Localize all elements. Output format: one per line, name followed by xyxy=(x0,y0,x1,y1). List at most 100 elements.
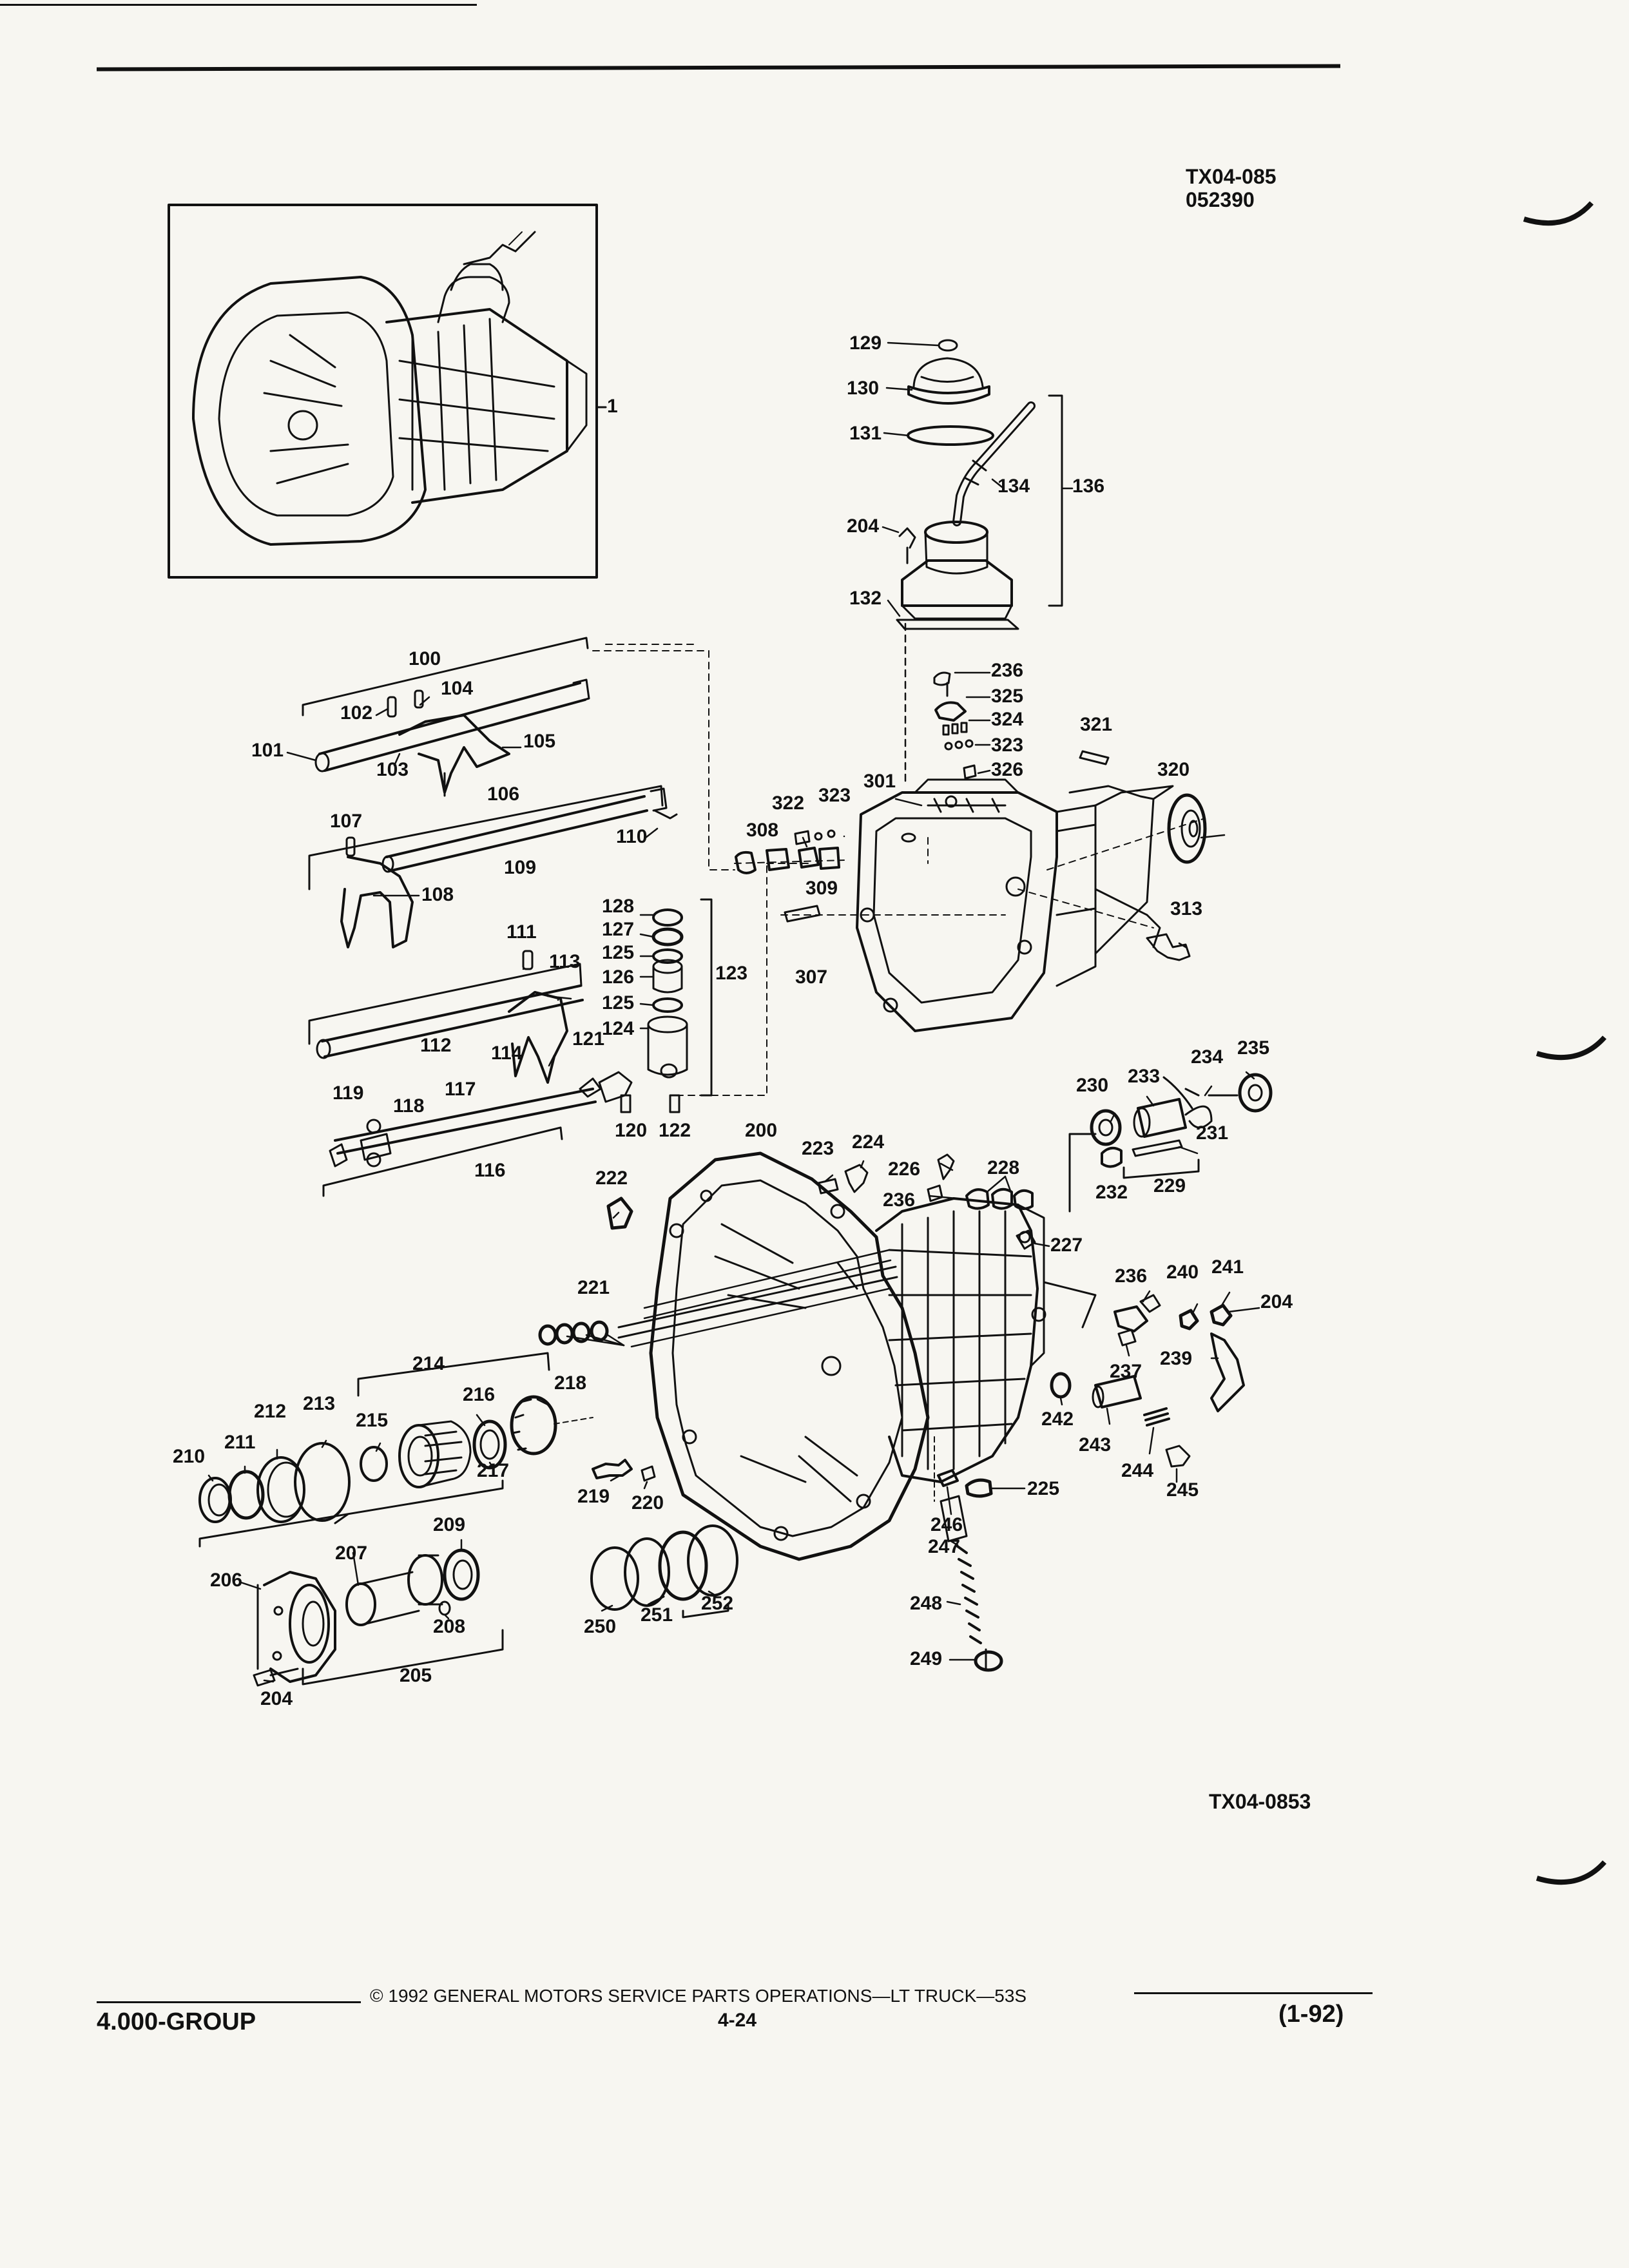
callout-235: 235 xyxy=(1237,1037,1270,1059)
callout-230: 230 xyxy=(1076,1075,1109,1096)
callout-232: 232 xyxy=(1095,1182,1128,1203)
callout-227: 227 xyxy=(1050,1235,1083,1256)
right-detent-parts xyxy=(1043,1073,1273,1468)
callout-102: 102 xyxy=(340,702,373,724)
callout-103: 103 xyxy=(376,759,409,780)
callout-204-top: 204 xyxy=(847,515,880,537)
assembly-inset xyxy=(168,204,607,579)
footer-rule-right xyxy=(1134,1992,1373,1994)
callout-234: 234 xyxy=(1191,1046,1224,1068)
callout-119: 119 xyxy=(333,1082,364,1104)
callout-109: 109 xyxy=(504,857,537,878)
callout-136: 136 xyxy=(1072,476,1105,497)
callout-214: 214 xyxy=(412,1353,445,1374)
callout-112: 112 xyxy=(420,1035,452,1056)
callout-301: 301 xyxy=(863,771,896,792)
callout-322: 322 xyxy=(772,793,805,814)
callout-251: 251 xyxy=(641,1604,673,1626)
callout-125-lower: 125 xyxy=(602,992,635,1014)
callout-252: 252 xyxy=(701,1593,734,1614)
callout-224: 224 xyxy=(852,1131,885,1153)
callout-242: 242 xyxy=(1041,1408,1074,1430)
callout-204-right: 204 xyxy=(1260,1291,1293,1312)
callout-215: 215 xyxy=(356,1410,389,1431)
callout-307: 307 xyxy=(795,966,828,988)
callout-309: 309 xyxy=(805,878,838,899)
callout-126: 126 xyxy=(602,966,635,988)
callout-205: 205 xyxy=(400,1665,432,1686)
bearing-stack-123 xyxy=(647,898,713,1097)
callout-313: 313 xyxy=(1170,898,1203,919)
callout-326: 326 xyxy=(991,759,1024,780)
figure-code: TX04-085 xyxy=(1186,165,1277,188)
callout-114: 114 xyxy=(491,1043,523,1064)
callout-226: 226 xyxy=(888,1158,921,1180)
callout-106: 106 xyxy=(487,783,520,805)
callout-108: 108 xyxy=(421,884,454,905)
scan-hole-mark xyxy=(1523,201,1594,226)
callout-325: 325 xyxy=(991,686,1024,707)
callout-245: 245 xyxy=(1166,1479,1199,1501)
callout-120: 120 xyxy=(615,1120,648,1141)
top-edge-rule xyxy=(0,4,477,6)
callout-206: 206 xyxy=(210,1570,243,1591)
callout-104: 104 xyxy=(441,678,474,699)
leaders-shifter xyxy=(882,341,1074,787)
callout-117: 117 xyxy=(445,1079,476,1100)
callout-101: 101 xyxy=(251,740,284,761)
callout-127: 127 xyxy=(602,919,635,940)
callout-225: 225 xyxy=(1027,1478,1060,1499)
callout-236-right: 236 xyxy=(1115,1265,1148,1287)
callout-241: 241 xyxy=(1211,1256,1244,1278)
callout-200: 200 xyxy=(745,1120,778,1141)
callout-222: 222 xyxy=(595,1168,628,1189)
shifter-assembly xyxy=(896,339,1063,630)
footer-revision: (1-92) xyxy=(1278,2001,1344,2028)
callout-118: 118 xyxy=(393,1095,425,1117)
callout-244: 244 xyxy=(1121,1460,1154,1481)
callout-223: 223 xyxy=(802,1138,834,1159)
input-shaft-parts xyxy=(198,1352,1003,1687)
callout-243: 243 xyxy=(1079,1434,1112,1456)
callout-249: 249 xyxy=(910,1648,943,1669)
callout-107: 107 xyxy=(330,811,363,832)
callout-246: 246 xyxy=(930,1514,963,1535)
callout-213: 213 xyxy=(303,1393,336,1414)
callout-233: 233 xyxy=(1128,1066,1161,1087)
callout-221: 221 xyxy=(577,1277,610,1298)
callout-208: 208 xyxy=(433,1616,466,1637)
callout-125-upper: 125 xyxy=(602,942,635,963)
callout-308: 308 xyxy=(746,820,779,841)
callout-231: 231 xyxy=(1196,1122,1229,1144)
callout-105: 105 xyxy=(523,731,556,752)
callout-1: 1 xyxy=(607,396,618,417)
callout-204-bottom: 204 xyxy=(260,1688,293,1709)
callout-121: 121 xyxy=(572,1028,605,1050)
callout-250: 250 xyxy=(584,1616,617,1637)
callout-247: 247 xyxy=(928,1536,961,1557)
scan-hole-mark xyxy=(1536,1035,1606,1061)
callout-229: 229 xyxy=(1153,1175,1186,1196)
leaders-mid xyxy=(286,671,1226,1067)
callout-131: 131 xyxy=(849,423,882,444)
callout-218: 218 xyxy=(554,1372,587,1394)
callout-240: 240 xyxy=(1166,1262,1199,1283)
callout-323-right: 323 xyxy=(991,735,1024,756)
main-case-200 xyxy=(538,1151,1046,1561)
callout-236-top: 236 xyxy=(991,660,1024,681)
callout-220: 220 xyxy=(631,1492,664,1514)
footer-page-number: 4-24 xyxy=(718,2010,757,2031)
callout-210: 210 xyxy=(173,1446,206,1467)
callout-110: 110 xyxy=(616,826,648,847)
callout-113: 113 xyxy=(549,951,581,972)
callout-128: 128 xyxy=(602,896,635,917)
callout-134: 134 xyxy=(998,476,1030,497)
date-code: 052390 xyxy=(1186,188,1255,211)
callout-207: 207 xyxy=(335,1542,368,1564)
leaders-lower xyxy=(207,1071,1260,1683)
footer-rule-left xyxy=(97,2001,361,2003)
callout-130: 130 xyxy=(847,378,880,399)
callout-239: 239 xyxy=(1160,1348,1193,1369)
callout-122: 122 xyxy=(659,1120,691,1141)
